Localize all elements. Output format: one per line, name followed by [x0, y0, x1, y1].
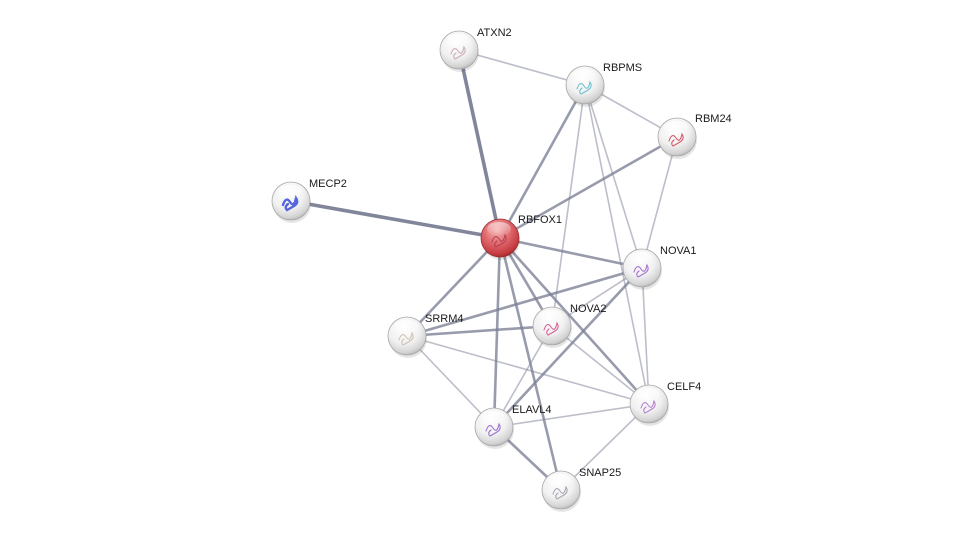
protein-structure-icon	[281, 194, 299, 212]
node-highlight	[539, 310, 563, 324]
node-highlight	[487, 222, 511, 236]
protein-structure-icon	[398, 331, 414, 346]
node-label-nova2: NOVA2	[570, 303, 606, 315]
edge-rbfox1-mecp2[interactable]	[289, 199, 502, 240]
node-highlight	[446, 34, 470, 48]
node-label-rbm24: RBM24	[695, 113, 732, 125]
edge-rbpms-celf4[interactable]	[584, 84, 650, 405]
edge-rbm24-nova1[interactable]	[641, 136, 678, 269]
node-highlight	[664, 121, 688, 135]
node-rbfox1[interactable]: RBFOX1	[480, 214, 562, 260]
node-snap25[interactable]: SNAP25	[541, 467, 621, 512]
protein-structure-icon	[633, 263, 649, 278]
node-nova1[interactable]: NOVA1	[622, 245, 696, 290]
node-rbm24[interactable]: RBM24	[657, 113, 732, 159]
edge-nova2-elavl4[interactable]	[493, 325, 553, 428]
node-label-rbfox1: RBFOX1	[518, 214, 562, 226]
node-highlight	[548, 474, 572, 488]
node-label-nova1: NOVA1	[660, 245, 696, 257]
edge-nova1-elavl4[interactable]	[492, 266, 644, 429]
protein-structure-icon	[552, 485, 568, 500]
edge-rbfox1-celf4[interactable]	[498, 236, 651, 406]
protein-structure-icon	[543, 321, 559, 336]
node-nova2[interactable]: NOVA2	[532, 303, 606, 348]
edge-rbfox1-rbm24[interactable]	[498, 135, 679, 240]
node-highlight	[394, 320, 418, 334]
protein-structure-icon	[640, 399, 656, 414]
edge-rbpms-nova1[interactable]	[584, 84, 643, 269]
protein-structure-icon	[668, 132, 684, 147]
edge-rbfox1-atxn2[interactable]	[457, 48, 502, 240]
node-atxn2[interactable]: ATXN2	[439, 27, 512, 72]
edge-nova1-celf4[interactable]	[641, 267, 650, 405]
node-label-rbpms: RBPMS	[603, 62, 642, 74]
node-highlight	[278, 185, 302, 199]
node-label-snap25: SNAP25	[579, 467, 621, 479]
node-highlight	[636, 388, 660, 402]
edge-rbfox1-rbpms[interactable]	[498, 83, 587, 240]
node-elavl4[interactable]: ELAVL4	[474, 404, 552, 449]
edge-rbfox1-srrm4[interactable]	[405, 236, 502, 338]
node-highlight	[629, 252, 653, 266]
edge-nova2-celf4[interactable]	[551, 325, 650, 405]
node-label-mecp2: MECP2	[309, 178, 347, 190]
edge-atxn2-rbpms[interactable]	[458, 49, 586, 86]
protein-structure-icon	[576, 80, 592, 95]
edge-rbpms-nova2[interactable]	[551, 84, 586, 327]
edge-elavl4-celf4[interactable]	[493, 403, 650, 428]
edge-celf4-snap25[interactable]	[560, 403, 650, 491]
node-mecp2[interactable]: MECP2	[271, 178, 347, 223]
node-highlight	[572, 69, 596, 83]
node-label-celf4: CELF4	[667, 381, 701, 393]
edge-srrm4-celf4[interactable]	[406, 335, 650, 405]
edge-srrm4-elavl4[interactable]	[406, 335, 495, 428]
edge-rbfox1-elavl4[interactable]	[492, 236, 502, 429]
protein-structure-icon	[450, 45, 466, 60]
node-celf4[interactable]: CELF4	[629, 381, 701, 426]
node-highlight	[481, 411, 505, 425]
edge-nova2-srrm4[interactable]	[405, 324, 554, 338]
protein-structure-icon	[485, 422, 501, 437]
edge-rbfox1-nova1[interactable]	[498, 236, 644, 270]
node-label-srrm4: SRRM4	[425, 313, 464, 325]
protein-structure-icon	[491, 233, 507, 248]
node-label-atxn2: ATXN2	[477, 27, 512, 39]
node-rbpms[interactable]: RBPMS	[565, 62, 642, 107]
node-label-elavl4: ELAVL4	[512, 404, 552, 416]
node-srrm4[interactable]: SRRM4	[387, 313, 464, 358]
edge-nova1-srrm4[interactable]	[405, 266, 644, 338]
